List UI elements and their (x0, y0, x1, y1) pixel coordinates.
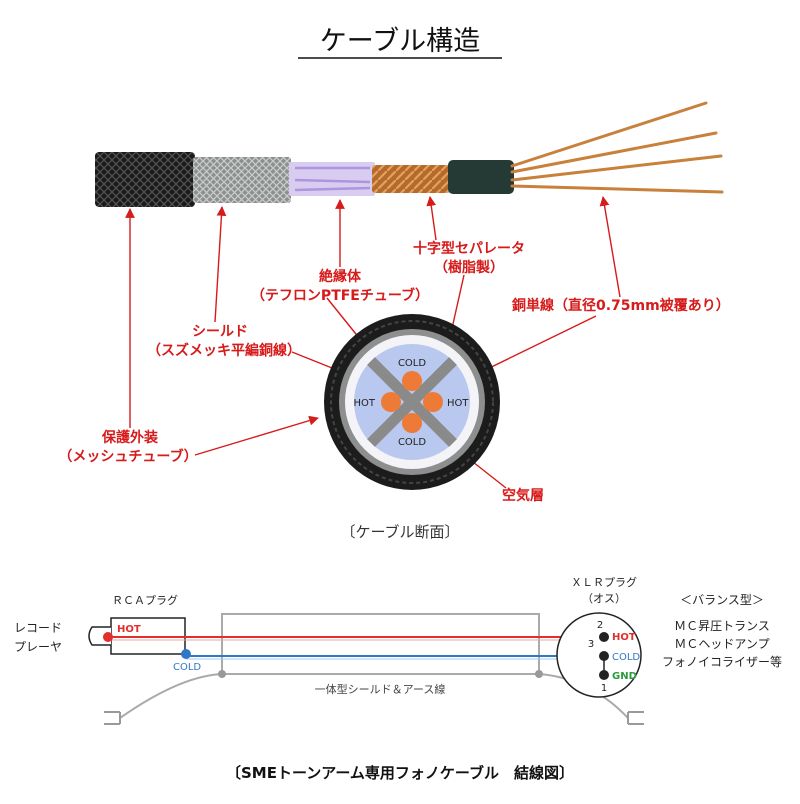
label-insulator: 絶縁体 （テフロンPTFEチューブ） (251, 268, 429, 304)
page-title: ケーブル構造 (320, 26, 480, 57)
conductor-right (423, 392, 443, 412)
svg-text:シールド: シールド (192, 324, 248, 340)
section-separator (367, 357, 457, 447)
label-shield: シールド （スズメッキ平編銅線） (147, 324, 301, 359)
ground-lug-left (104, 711, 121, 725)
braided-shield (193, 157, 291, 203)
label-jacket: 保護外装 （メッシュチューブ） (58, 429, 197, 465)
rca-cold-dot (181, 649, 191, 659)
xlr-pin-2-num: 2 (597, 620, 603, 631)
shield-label: 一体型シールド＆アース線 (315, 682, 446, 696)
dest-label-3: ＭＣヘッドアンプ (674, 637, 769, 651)
cs-label-bottom: COLD (398, 437, 426, 448)
svg-text:十字型セパレータ: 十字型セパレータ (413, 240, 525, 257)
twisted-wires (372, 165, 450, 193)
label-separator: 十字型セパレータ （樹脂製） (413, 240, 525, 276)
dest-label-1: ＜バランス型＞ (680, 593, 764, 607)
heatshrink (448, 160, 514, 194)
dest-label-2: ＭＣ昇圧トランス (674, 619, 770, 633)
rca-cold-label: COLD (173, 662, 201, 673)
svg-text:（スズメッキ平編銅線）: （スズメッキ平編銅線） (147, 342, 301, 359)
xlr-connector (556, 612, 642, 698)
rca-hot-dot (103, 632, 113, 642)
xlr-pin-1-num: 1 (601, 683, 607, 694)
xlr-pin-2 (599, 632, 609, 642)
conductor-top (402, 371, 422, 391)
svg-text:絶縁体: 絶縁体 (319, 268, 362, 285)
svg-text:（メッシュチューブ）: （メッシュチューブ） (58, 448, 197, 465)
wiring-diagram: レコード プレーヤ ＲＣＡプラグ HOT COLD 一体型シールド＆アース線 Ｘ… (14, 575, 782, 725)
ground-lug-right (627, 711, 644, 725)
xlr-pin-2-name: HOT (612, 632, 636, 643)
mesh-jacket (95, 152, 195, 207)
xlr-pin-3-num: 3 (588, 639, 594, 650)
copper-strands (510, 101, 724, 194)
xlr-pin-3-name: COLD (612, 652, 640, 663)
wiring-caption: 〔SMEトーンアーム専用フォノケーブル 結線図〕 (226, 764, 574, 782)
rca-plug-label: ＲＣＡプラグ (112, 593, 178, 607)
xlr-plug-label: ＸＬＲプラグ (571, 575, 637, 589)
svg-text:保護外装: 保護外装 (101, 429, 159, 446)
cross-section: COLD HOT HOT COLD (324, 314, 500, 490)
xlr-pin-1-name: GND (612, 671, 637, 682)
source-label-1: レコード (14, 621, 62, 635)
conductor-left (381, 392, 401, 412)
cable-illustration (95, 101, 724, 207)
conductor-bottom (402, 413, 422, 433)
rca-hot-label: HOT (117, 624, 141, 635)
svg-text:（樹脂製）: （樹脂製） (434, 259, 504, 276)
shield-sleeve (221, 613, 540, 675)
source-label-2: プレーヤ (14, 640, 62, 654)
cross-section-caption: 〔ケーブル断面〕 (340, 523, 459, 541)
cs-label-top: COLD (398, 358, 426, 369)
cs-label-left: HOT (354, 398, 376, 409)
label-air-layer: 空気層 (502, 487, 544, 504)
ground-wire (119, 673, 629, 719)
label-conductor: 銅単線（直径0.75mm被覆あり） (512, 297, 730, 314)
svg-text:（テフロンPTFEチューブ）: （テフロンPTFEチューブ） (251, 287, 429, 304)
xlr-plug-sublabel: （オス） (582, 592, 626, 605)
cs-label-right: HOT (447, 398, 469, 409)
dest-label-4: フォノイコライザー等 (662, 655, 782, 669)
